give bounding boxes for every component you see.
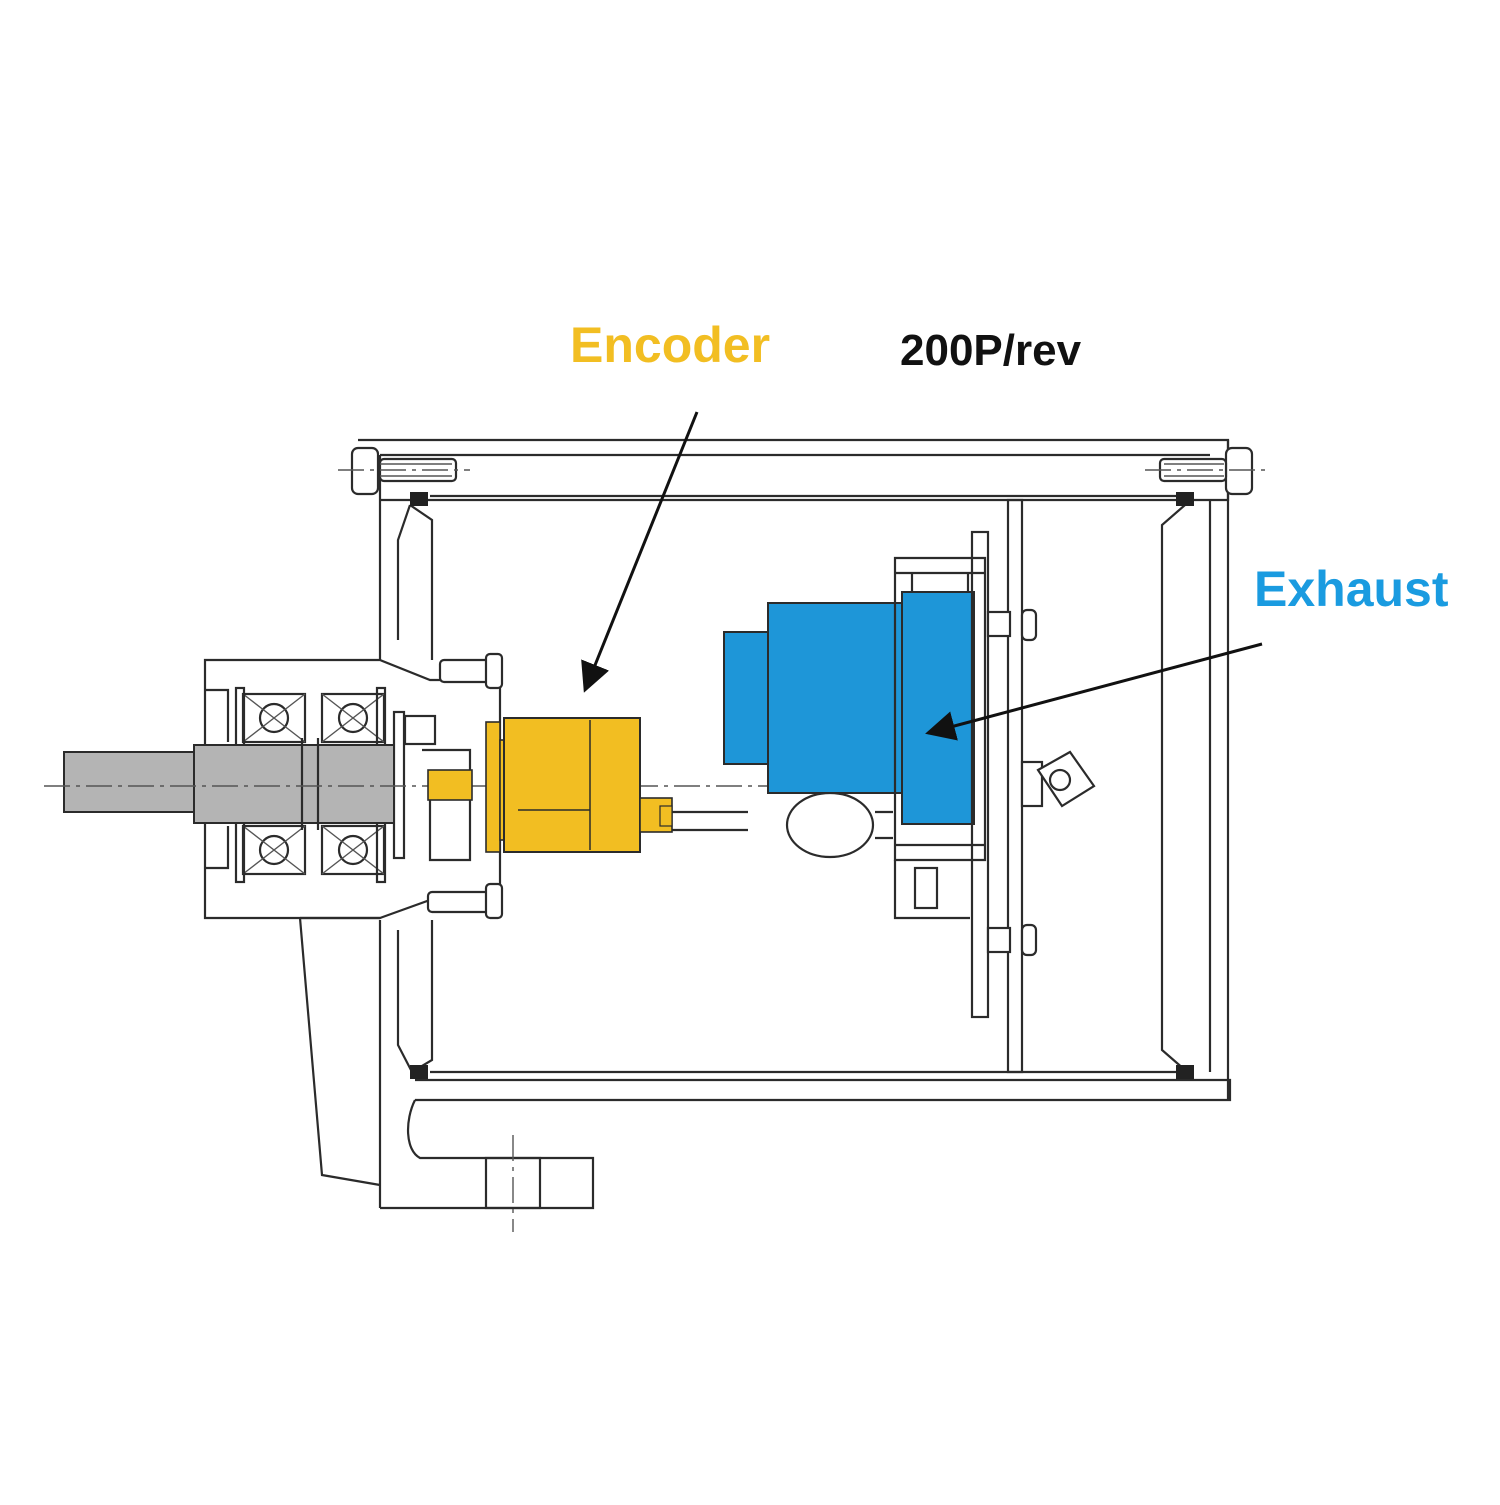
exhaust-unit [723, 591, 975, 825]
exhaust-arrow [925, 642, 1263, 741]
encoder-unit [427, 717, 673, 853]
shaft [44, 738, 780, 830]
encoder-cable [672, 791, 893, 859]
encoder-arrow [581, 411, 699, 693]
encoder-label: Encoder [570, 317, 771, 373]
housing-bolts [338, 446, 1268, 496]
callout-arrows [581, 411, 1263, 741]
bearing-housing [203, 652, 504, 920]
exhaust-label: Exhaust [1254, 561, 1449, 617]
pulse-rate-label: 200P/rev [900, 326, 1082, 375]
fan-bracket [893, 498, 1096, 1074]
motor-housing [298, 438, 1232, 1232]
